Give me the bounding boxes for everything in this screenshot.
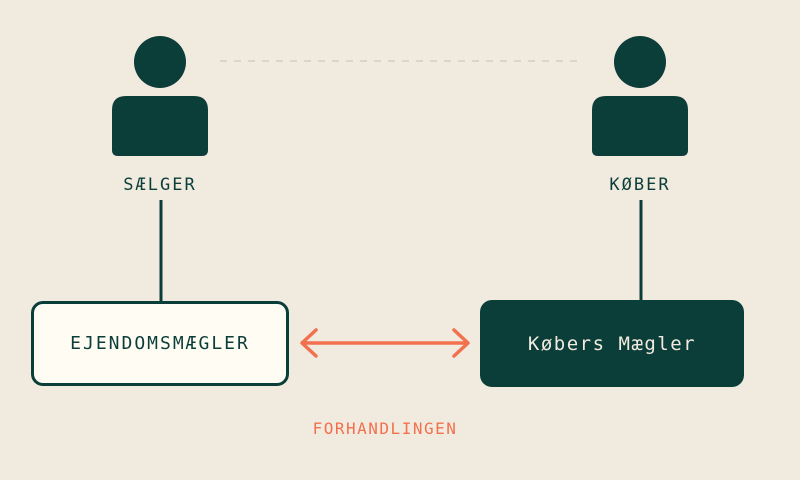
negotiation-label: FORHANDLINGEN	[312, 419, 458, 438]
seller-agent-box: EJENDOMSMÆGLER	[31, 301, 289, 386]
seller-label: SÆLGER	[123, 175, 197, 195]
buyer-label: KØBER	[609, 175, 671, 195]
seller-agent-label: EJENDOMSMÆGLER	[70, 333, 250, 354]
buyer-person-icon	[592, 36, 688, 156]
double-arrow-icon	[300, 328, 470, 358]
buyer-agent-label: Købers Mægler	[527, 332, 697, 355]
seller-person-icon	[112, 36, 208, 156]
buyer-agent-box: Købers Mægler	[480, 300, 744, 387]
